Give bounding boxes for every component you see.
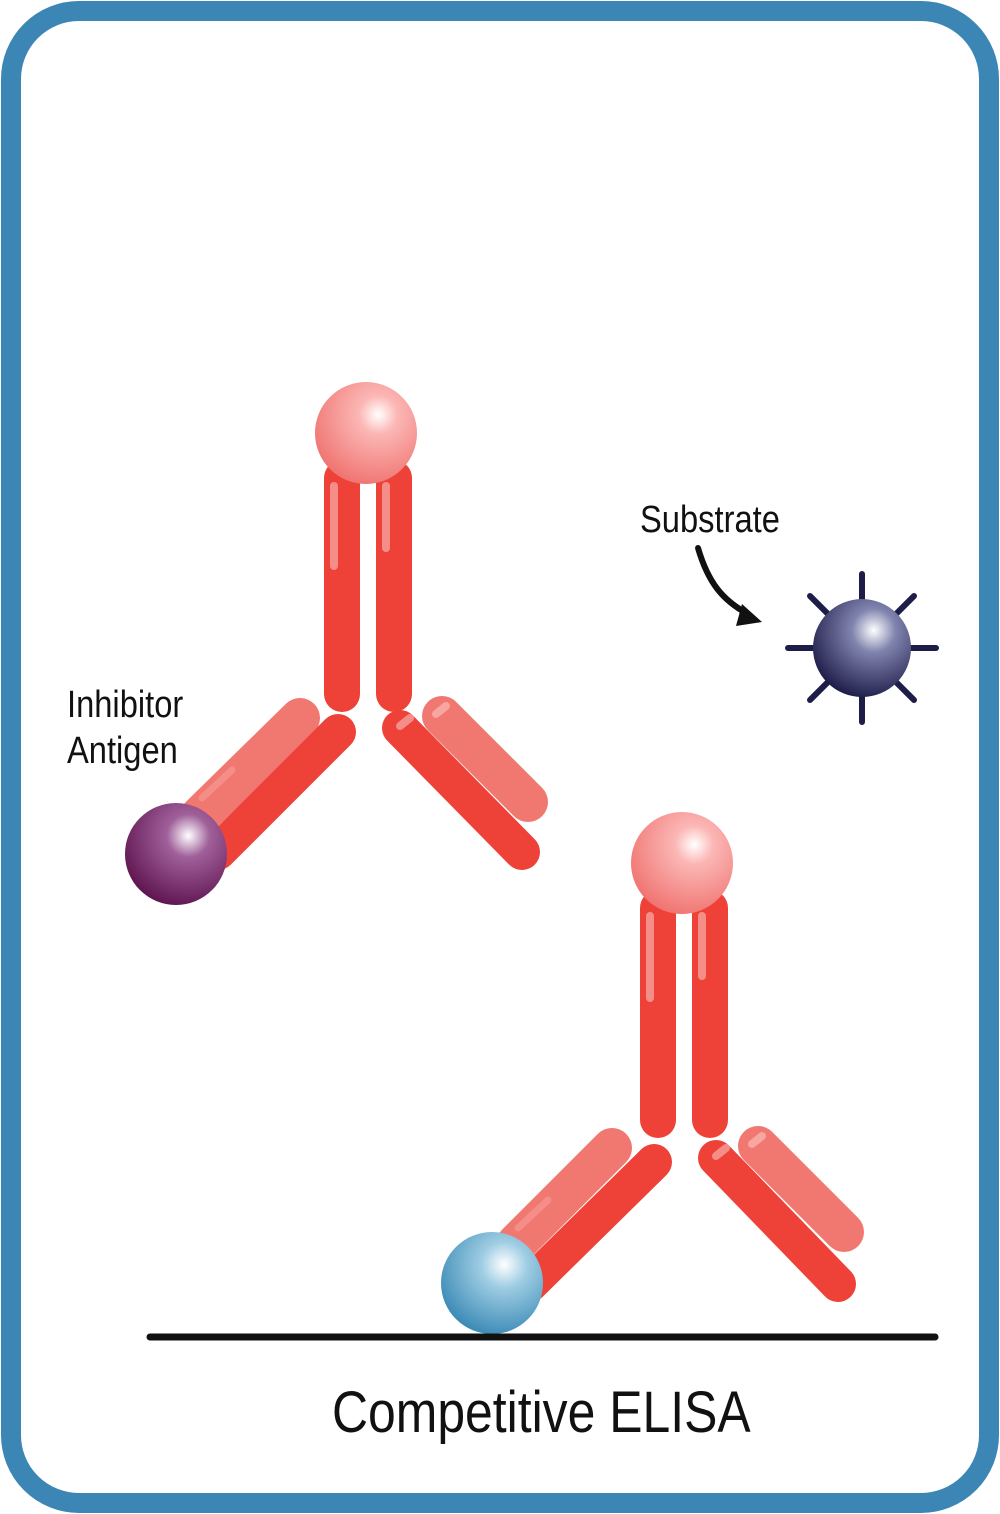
substrate-label: Substrate [640,499,780,541]
inhibitor-antigen-sphere-icon [125,803,227,905]
inhibitor-label-line1: Inhibitor [67,684,184,726]
diagram-title: Competitive ELISA [332,1380,751,1445]
bound-antigen-sphere-icon [441,1232,543,1334]
antibody-icon [180,382,548,870]
inhibitor-antigen-label: Inhibitor Antigen [67,682,183,774]
antibody-icon [496,812,864,1302]
substrate-spiky-sphere-icon [785,571,939,725]
enzyme-sphere-icon [631,812,733,914]
inhibitor-label-line2: Antigen [67,730,178,772]
enzyme-sphere-icon [315,382,417,484]
curved-arrow-icon [695,545,762,626]
